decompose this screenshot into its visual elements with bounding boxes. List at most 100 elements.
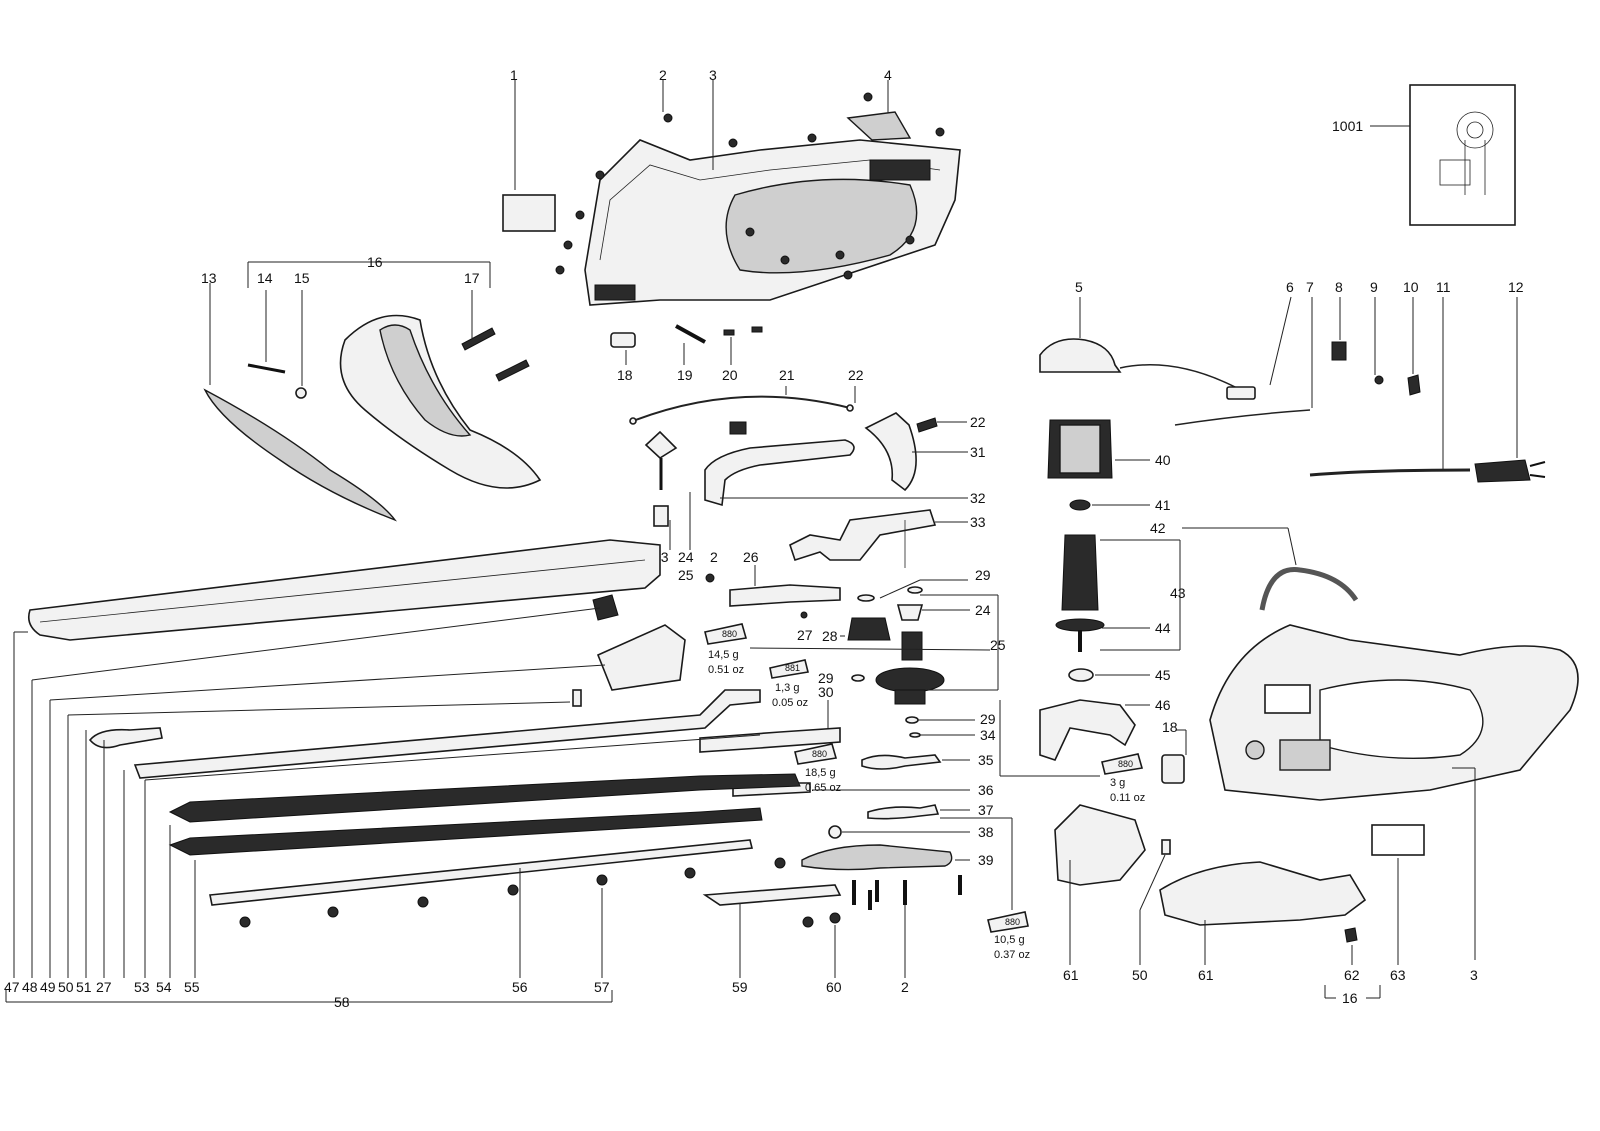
callout-31: 31: [970, 444, 986, 460]
sleeve-23: [653, 505, 669, 527]
callout-9: 9: [1370, 279, 1378, 295]
callout-lines-guard: [209, 261, 491, 386]
grease-2-oz: 0.05 oz: [772, 697, 808, 709]
callout-26: 26: [743, 549, 759, 565]
callout-32: 32: [970, 490, 986, 506]
spring-22b: [916, 417, 938, 433]
slider-26: [729, 584, 841, 607]
callout-lines-top: [514, 80, 889, 190]
callout-50-right: 50: [1132, 967, 1148, 983]
washer-15: [295, 387, 307, 399]
callout-61-left: 61: [1063, 967, 1079, 983]
grease-1-weight: 14,5 g: [708, 649, 739, 661]
knob-24: [644, 430, 678, 460]
callout-6: 6: [1286, 279, 1294, 295]
motor-cap-5: [1039, 338, 1122, 373]
callout-58: 58: [334, 994, 350, 1010]
clamp-10: [1407, 374, 1421, 396]
grease-4-oz: 0.11 oz: [1110, 792, 1145, 804]
callout-2-mid: 2: [710, 549, 718, 565]
upper-housing-shell: [584, 139, 961, 306]
screws-housing: [555, 92, 945, 280]
callout-41: 41: [1155, 497, 1171, 513]
callout-19: 19: [677, 367, 693, 383]
callout-7: 7: [1306, 279, 1314, 295]
callout-39: 39: [978, 852, 994, 868]
clip-50: [572, 689, 582, 707]
callout-49: 49: [40, 979, 56, 995]
callout-46: 46: [1155, 697, 1171, 713]
callout-15: 15: [294, 270, 310, 286]
callout-13: 13: [201, 270, 217, 286]
callout-48: 48: [22, 979, 38, 995]
callout-25-right: 25: [990, 637, 1006, 653]
plate-30: [699, 727, 841, 753]
callout-45: 45: [1155, 667, 1171, 683]
plug-12: [1474, 459, 1531, 483]
housing-half-61b: [1159, 861, 1367, 926]
callout-50: 50: [58, 979, 74, 995]
grease-tube-2: 881 1,3 g 0.05 oz: [769, 659, 809, 709]
bearing-45: [1068, 668, 1094, 682]
callout-12: 12: [1508, 279, 1524, 295]
callout-29-mid: 29: [818, 670, 834, 686]
callout-54: 54: [156, 979, 172, 995]
callout-2-top: 2: [659, 67, 667, 83]
spring-17b: [495, 359, 530, 382]
callout-53: 53: [134, 979, 150, 995]
link-35: [861, 754, 942, 770]
power-cord-11: [1309, 468, 1471, 477]
gear-28: [847, 617, 891, 641]
callout-30: 30: [818, 684, 834, 700]
screws-60-2: [802, 875, 962, 928]
callout-1: 1: [510, 67, 518, 83]
handguard-part-13: [203, 388, 398, 522]
bolts-57: [239, 857, 786, 928]
callout-16-top: 16: [367, 254, 383, 270]
callout-37: 37: [978, 802, 994, 818]
callout-29-top: 29: [975, 567, 991, 583]
knob-48: [592, 594, 619, 621]
callout-36: 36: [978, 782, 994, 798]
nut-62: [1344, 927, 1358, 943]
spring-17a: [461, 327, 496, 351]
cover-part-4: [846, 111, 912, 141]
callout-27-left: 27: [96, 979, 112, 995]
grease-tube-3: 880 18,5 g 0.65 oz: [794, 743, 841, 794]
callout-40: 40: [1155, 452, 1171, 468]
blade-cover-47: [27, 539, 661, 641]
grease-tube-4: 880 3 g 0.11 oz: [1101, 753, 1145, 804]
bearing-41: [1069, 499, 1091, 511]
wiring-diagram-box: [1370, 84, 1516, 226]
callout-3-top: 3: [709, 67, 717, 83]
callout-60: 60: [826, 979, 842, 995]
grease-5-code: 880: [1005, 917, 1020, 927]
callout-25-left: 25: [678, 567, 694, 583]
bracket-46: [1039, 699, 1136, 761]
blade-54: [168, 773, 801, 823]
callout-63: 63: [1390, 967, 1406, 983]
callout-16-bottom: 16: [1342, 990, 1358, 1006]
grease-5-oz: 0.37 oz: [994, 949, 1030, 961]
callout-4: 4: [884, 67, 892, 83]
clip-50-right: [1161, 839, 1171, 855]
callout-22-top: 22: [848, 367, 864, 383]
block-18-right: [1161, 754, 1185, 784]
callout-24-left: 24: [678, 549, 694, 565]
blade-55: [168, 807, 763, 856]
switch-6: [1226, 386, 1256, 400]
callout-8: 8: [1335, 279, 1343, 295]
callout-18-left: 18: [617, 367, 633, 383]
callout-61-right: 61: [1198, 967, 1214, 983]
callout-22-right: 22: [970, 414, 986, 430]
grease-1-oz: 0.51 oz: [708, 664, 744, 676]
grease-5-weight: 10,5 g: [994, 934, 1025, 946]
callout-59: 59: [732, 979, 748, 995]
callout-11: 11: [1436, 279, 1451, 295]
screw-9: [1374, 375, 1384, 385]
crank-gear: [875, 667, 945, 693]
block-18: [610, 332, 636, 348]
callout-2-bottom: 2: [901, 979, 909, 995]
callout-44: 44: [1155, 620, 1171, 636]
